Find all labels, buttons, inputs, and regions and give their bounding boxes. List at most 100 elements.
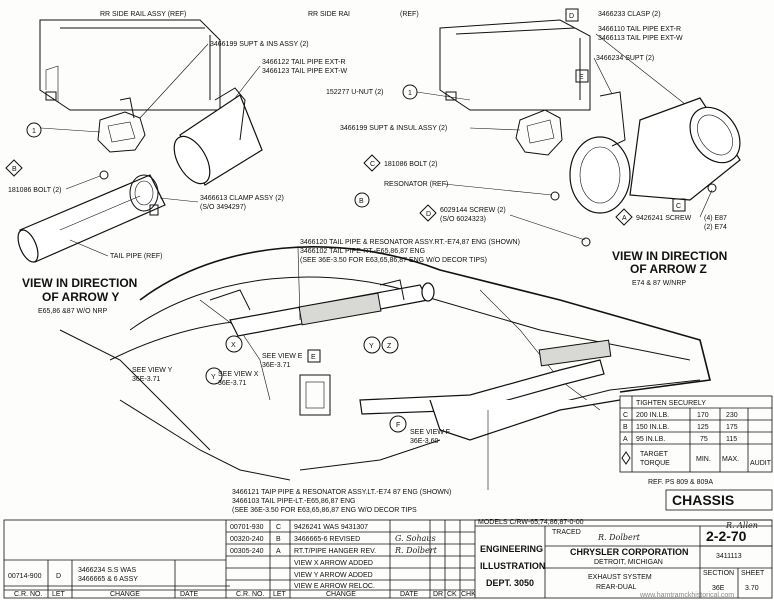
rev-1-num: 00320-240 (230, 536, 264, 543)
section-value: 36E (712, 585, 725, 592)
callout-E-mid-text: E (311, 354, 316, 361)
see-36e-b-label: (SEE 36E-3.50 FOR E63,65,86,87 ENG W/O D… (232, 507, 417, 514)
ref-top: (REF) (400, 11, 419, 18)
rr-side-rail-label-2: RR SIDE RAI (308, 11, 350, 18)
hdr-ck: CK (447, 591, 457, 598)
company-label: CHRYSLER CORPORATION (570, 547, 689, 557)
torque-row-1-max: 175 (726, 424, 738, 431)
torque-row-2-max: 115 (726, 436, 737, 443)
rev-2-ltr: A (276, 548, 281, 555)
hdr-date-2: DATE (400, 591, 418, 598)
torque-footer-2: TORQUE (640, 460, 670, 467)
torque-row-1-spec: 150 IN.LB. (636, 424, 669, 431)
torque-row-2-spec: 95 IN.LB. (636, 436, 665, 443)
engineering-label: ENGINEERING (480, 544, 543, 554)
supt-ins-label: 3466199 SUPT & INS ASSY (2) (210, 41, 309, 48)
callout-E-top: E (579, 74, 584, 81)
callout-B-mid: B (359, 198, 364, 205)
tp-res-lt-label: 3466121 TAIP PIPE & RESONATOR ASSY.LT.-E… (232, 489, 451, 496)
callout-F-text: F (396, 422, 400, 429)
torque-row-0-max: 230 (726, 412, 738, 419)
callout-Y-left-text: Y (211, 374, 216, 381)
see-view-y-ref: 36E-3.71 (132, 376, 161, 383)
supt-insul-label: 3466199 SUPT & INSUL ASSY (2) (340, 125, 447, 132)
hdr-ltr: LET (52, 591, 66, 598)
clamp-assy-label: 3466613 CLAMP ASSY (2) (200, 195, 284, 202)
torque-footer-1: TARGET (640, 451, 669, 458)
left-callout-1: 1 (26, 122, 101, 138)
torque-row-0-spec: 200 IN.LB. (636, 412, 669, 419)
right-tail-pipe-ext-r: 3466110 TAIL PIPE EXT-R (598, 26, 681, 33)
callout-D-diamond-text: D (426, 211, 431, 218)
torque-title: TIGHTEN SECURELY (636, 400, 706, 407)
title-1: EXHAUST SYSTEM (588, 574, 652, 581)
sig-approved: R. Allen (725, 521, 758, 530)
right-bolt-label: 181086 BOLT (2) (384, 161, 437, 168)
torque-row-0-min: 170 (697, 412, 709, 419)
callout-D-diamond: D (419, 204, 437, 222)
ref-ps-label: REF. PS 809 & 809A (648, 479, 713, 486)
left-side-rail (39, 19, 221, 111)
torque-footer-max: MAX. (722, 456, 739, 463)
clasp-label: 3466233 CLASP (2) (598, 11, 661, 18)
tail-pipe-ext-w-label: 3466123 TAIL PIPE EXT-W (262, 68, 347, 75)
callout-Y-left: Y (205, 367, 223, 385)
screw-1-so: (S/O 6024323) (440, 216, 486, 223)
callout-E-box-mid: E (307, 349, 321, 363)
view-z-title-1: VIEW IN DIRECTION (612, 249, 727, 263)
view-y-note: E65,86 &87 W/O NRP (38, 308, 108, 315)
watermark: www.hamtramckhistorical.com (639, 592, 734, 599)
illustration-label: ILLUSTRATION (480, 561, 545, 571)
callout-E-box-top: E (575, 69, 589, 83)
callout-X-text: X (231, 342, 236, 349)
tp-lt-label: 3466103 TAIL PIPE-LT.-E65,86,87 ENG (232, 498, 355, 505)
muffler-hangers (209, 279, 405, 416)
callout-YZ: Y Z (363, 336, 399, 354)
torque-row-0-code: C (623, 412, 628, 419)
callout-1-left: 1 (32, 128, 36, 135)
callout-B-left: B (12, 166, 17, 173)
torque-table (619, 395, 773, 473)
rev-1-ltr: B (276, 536, 281, 543)
view-z-note: E74 & 87 W/NRP (632, 280, 686, 287)
sheet-label: SHEET (741, 570, 765, 577)
screw-2-label: 9426241 SCREW (636, 215, 692, 222)
hdr-change: CHANGE (110, 591, 140, 598)
torque-row-2-min: 75 (700, 436, 708, 443)
number-label: 3411113 (716, 553, 742, 560)
traced-label: TRACED (552, 529, 581, 536)
see-view-f: SEE VIEW F (410, 429, 450, 436)
rev-0-num: 00701-930 (230, 524, 264, 531)
left-bolt-label: 181086 BOLT (2) (8, 187, 61, 194)
co-ltr: D (56, 573, 61, 580)
torque-row-1-min: 125 (697, 424, 709, 431)
chassis-label: CHASSIS (672, 492, 734, 508)
title-2: REAR-DUAL (596, 584, 637, 591)
left-callout-B-diamond: B (5, 159, 23, 177)
rev-2-desc: RT.T/PIPE HANGER REV. (294, 548, 376, 555)
torque-diamond-icon (621, 451, 631, 465)
see-view-x-ref: 36E-3.71 (218, 380, 247, 387)
right-callout-1: 1 (402, 84, 471, 101)
callout-Y-right-text: Y (369, 343, 374, 350)
dept-label: DEPT. 3050 (486, 578, 534, 588)
lt-tail-pipe-resonator (359, 339, 621, 441)
rt-tail-pipe-resonator (229, 282, 435, 337)
right-resonator-clamp (569, 91, 631, 214)
hdr-co-2: C.R. NO. (236, 591, 264, 598)
screw-2-qty-1: (4) E87 (704, 215, 727, 222)
sheet-value: 3.70 (745, 585, 759, 592)
rev-4-desc: VIEW Y ARROW ADDED (294, 572, 373, 579)
rev-sig-1: G. Sohaus (395, 534, 436, 543)
see-view-x: SEE VIEW X (218, 371, 259, 378)
callout-D-top: D (569, 13, 574, 20)
callout-A-diamond: A (615, 208, 633, 226)
city-label: DETROIT, MICHIGAN (594, 559, 663, 566)
models-label: MODELS C/RW-65,74,86,87-0-00 (478, 519, 584, 526)
underbody-frame (59, 246, 711, 481)
view-y-title-1: VIEW IN DIRECTION (22, 276, 137, 290)
hdr-dr: DR (433, 591, 443, 598)
co-no: 00714-900 (8, 573, 42, 580)
